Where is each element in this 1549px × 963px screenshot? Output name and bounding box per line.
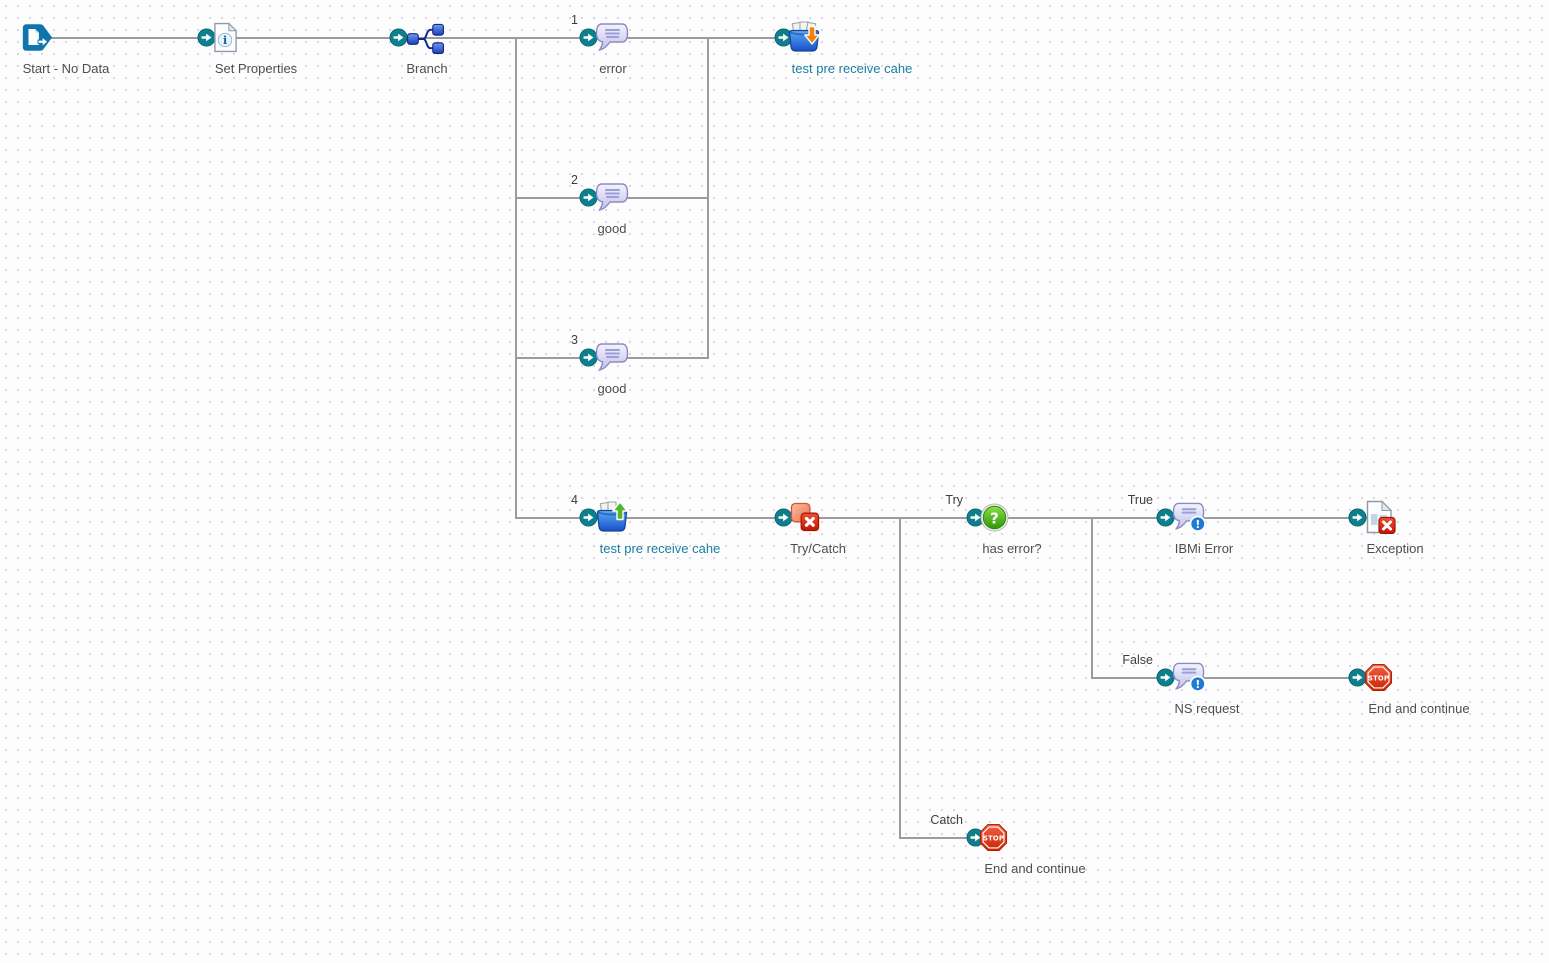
node-label: End and continue	[984, 861, 1086, 876]
connector-line	[899, 837, 990, 839]
try-catch-icon[interactable]	[790, 502, 821, 533]
path-label: Try	[945, 493, 963, 507]
path-label: True	[1127, 493, 1153, 507]
connection-arrow-icon[interactable]	[1348, 508, 1367, 527]
node-label: Try/Catch	[790, 541, 846, 556]
node-label: Branch	[406, 61, 448, 76]
node-label: has error?	[982, 541, 1042, 556]
node-label-linked: test pre receive cahe	[791, 61, 913, 76]
node-label: Exception	[1366, 541, 1424, 556]
decision-icon[interactable]	[980, 503, 1009, 532]
branch-number: 1	[571, 13, 578, 27]
node-label: NS request	[1174, 701, 1240, 716]
add-to-cache-icon[interactable]	[786, 19, 822, 56]
retrieve-from-cache-icon[interactable]	[594, 499, 630, 536]
path-label: Catch	[930, 813, 963, 827]
connector-line	[1091, 677, 1380, 679]
stop-icon[interactable]	[1364, 663, 1393, 692]
message-icon[interactable]	[595, 182, 629, 213]
node-label-linked: test pre receive cahe	[599, 541, 721, 556]
branch-number: 3	[571, 333, 578, 347]
notify-icon[interactable]	[1172, 501, 1207, 534]
connector-line	[1091, 517, 1093, 679]
node-label: good	[597, 381, 627, 396]
exception-icon[interactable]	[1366, 500, 1396, 534]
stop-icon[interactable]	[979, 823, 1008, 852]
notify-icon[interactable]	[1172, 661, 1207, 694]
branch-number: 4	[571, 493, 578, 507]
connector-line	[515, 517, 1380, 519]
node-label: Start - No Data	[22, 61, 110, 76]
connector-line	[707, 37, 709, 359]
message-icon[interactable]	[595, 342, 629, 373]
path-label: False	[1122, 653, 1153, 667]
connector-line	[515, 37, 517, 519]
branch-number: 2	[571, 173, 578, 187]
node-label: good	[597, 221, 627, 236]
node-label: End and continue	[1368, 701, 1470, 716]
node-label: Set Properties	[214, 61, 298, 76]
node-label: error	[599, 61, 627, 76]
message-icon[interactable]	[595, 22, 629, 53]
node-label: IBMi Error	[1174, 541, 1234, 556]
document-info-icon[interactable]	[213, 22, 238, 53]
branch-icon[interactable]	[406, 23, 445, 54]
start-icon[interactable]	[20, 22, 54, 53]
connector-line	[899, 517, 901, 839]
